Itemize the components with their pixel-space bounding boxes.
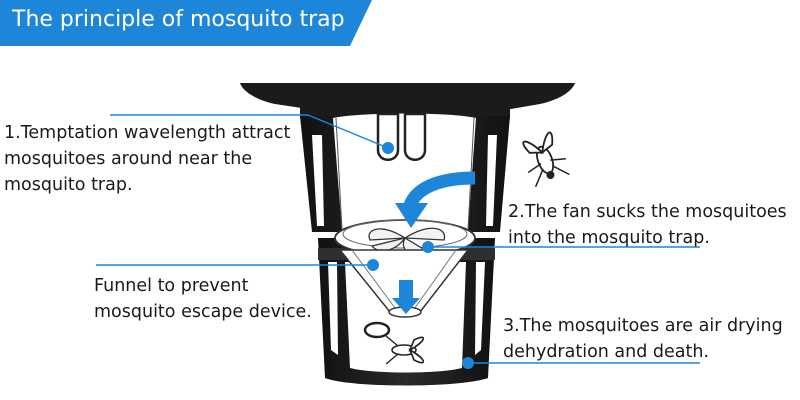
label-step3-line1: 3.The mosquitoes are air drying (503, 316, 783, 336)
label-funnel-line1: Funnel to prevent (94, 276, 249, 296)
trap-lid (240, 83, 575, 118)
dead-mosquito-icon (385, 335, 425, 365)
title-banner: The principle of mosquito trap (0, 0, 800, 50)
label-step1-line1: 1.Temptation wavelength attract (4, 123, 291, 143)
leader-line-step2 (422, 241, 700, 253)
label-funnel-line2: mosquito escape device. (94, 302, 312, 322)
arrow-icon (395, 171, 476, 228)
leader-line-step1 (110, 114, 394, 154)
trap-upper-cage (300, 113, 510, 232)
label-step3: 3.The mosquitoes are air drying dehydrat… (503, 313, 783, 365)
mosquito-icon (522, 131, 570, 188)
label-step1: 1.Temptation wavelength attract mosquito… (4, 120, 290, 198)
banner-title: The principle of mosquito trap (12, 7, 345, 32)
down-arrow-icon (392, 280, 420, 314)
label-funnel: Funnel to prevent mosquito escape device… (94, 273, 312, 325)
label-step2-line2: into the mosquito trap. (508, 228, 710, 248)
label-step3-line2: dehydration and death. (503, 342, 710, 362)
label-step1-line3: mosquito trap. (4, 175, 133, 195)
leader-line-funnel (96, 259, 379, 271)
label-step1-line2: mosquitoes around near the (4, 149, 253, 169)
label-step2-line1: 2.The fan sucks the mosquitoes (508, 202, 787, 222)
label-step2: 2.The fan sucks the mosquitoes into the … (508, 199, 787, 251)
leader-line-step3 (462, 357, 700, 369)
banner-shape (0, 0, 372, 46)
